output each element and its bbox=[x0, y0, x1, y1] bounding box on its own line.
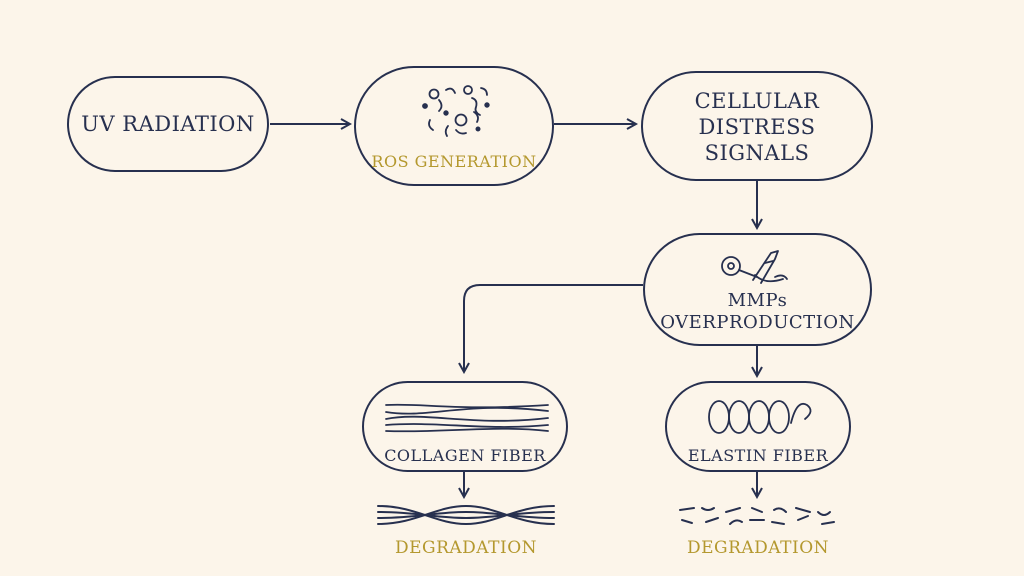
node-elastin-fiber: ELASTIN FIBER bbox=[665, 381, 851, 472]
node-cellular-distress-line-1: CELLULAR bbox=[694, 89, 820, 113]
molecules-icon bbox=[422, 85, 490, 137]
node-cellular-distress: CELLULAR DISTRESS SIGNALS bbox=[641, 71, 873, 181]
node-cellular-distress-line-3: SIGNALS bbox=[704, 141, 810, 165]
collagen-degradation-label: DEGRADATION bbox=[394, 538, 538, 558]
node-ros-generation: ROS GENERATION bbox=[354, 66, 554, 186]
node-uv-radiation-label: UV RADIATION bbox=[81, 112, 255, 136]
elastin-degradation-label: DEGRADATION bbox=[686, 538, 830, 558]
node-mmps-overproduction: MMPs OVERPRODUCTION bbox=[643, 233, 872, 346]
node-ros-generation-label: ROS GENERATION bbox=[371, 152, 537, 171]
coil-icon bbox=[708, 400, 812, 434]
node-mmps-line-2: OVERPRODUCTION bbox=[660, 312, 855, 333]
node-collagen-fiber-label: COLLAGEN FIBER bbox=[384, 446, 546, 465]
fiber-bundle-icon bbox=[385, 403, 549, 433]
node-uv-radiation: UV RADIATION bbox=[67, 76, 269, 172]
node-elastin-fiber-label: ELASTIN FIBER bbox=[687, 446, 829, 465]
node-cellular-distress-line-2: DISTRESS bbox=[698, 115, 816, 139]
twisted-fiber-icon bbox=[377, 504, 555, 526]
node-mmps-line-1: MMPs bbox=[727, 290, 788, 311]
broken-fiber-icon bbox=[679, 507, 835, 525]
arrow-mmps-to-collagen bbox=[464, 284, 643, 372]
scissors-icon bbox=[721, 250, 788, 284]
node-collagen-fiber: COLLAGEN FIBER bbox=[362, 381, 568, 472]
